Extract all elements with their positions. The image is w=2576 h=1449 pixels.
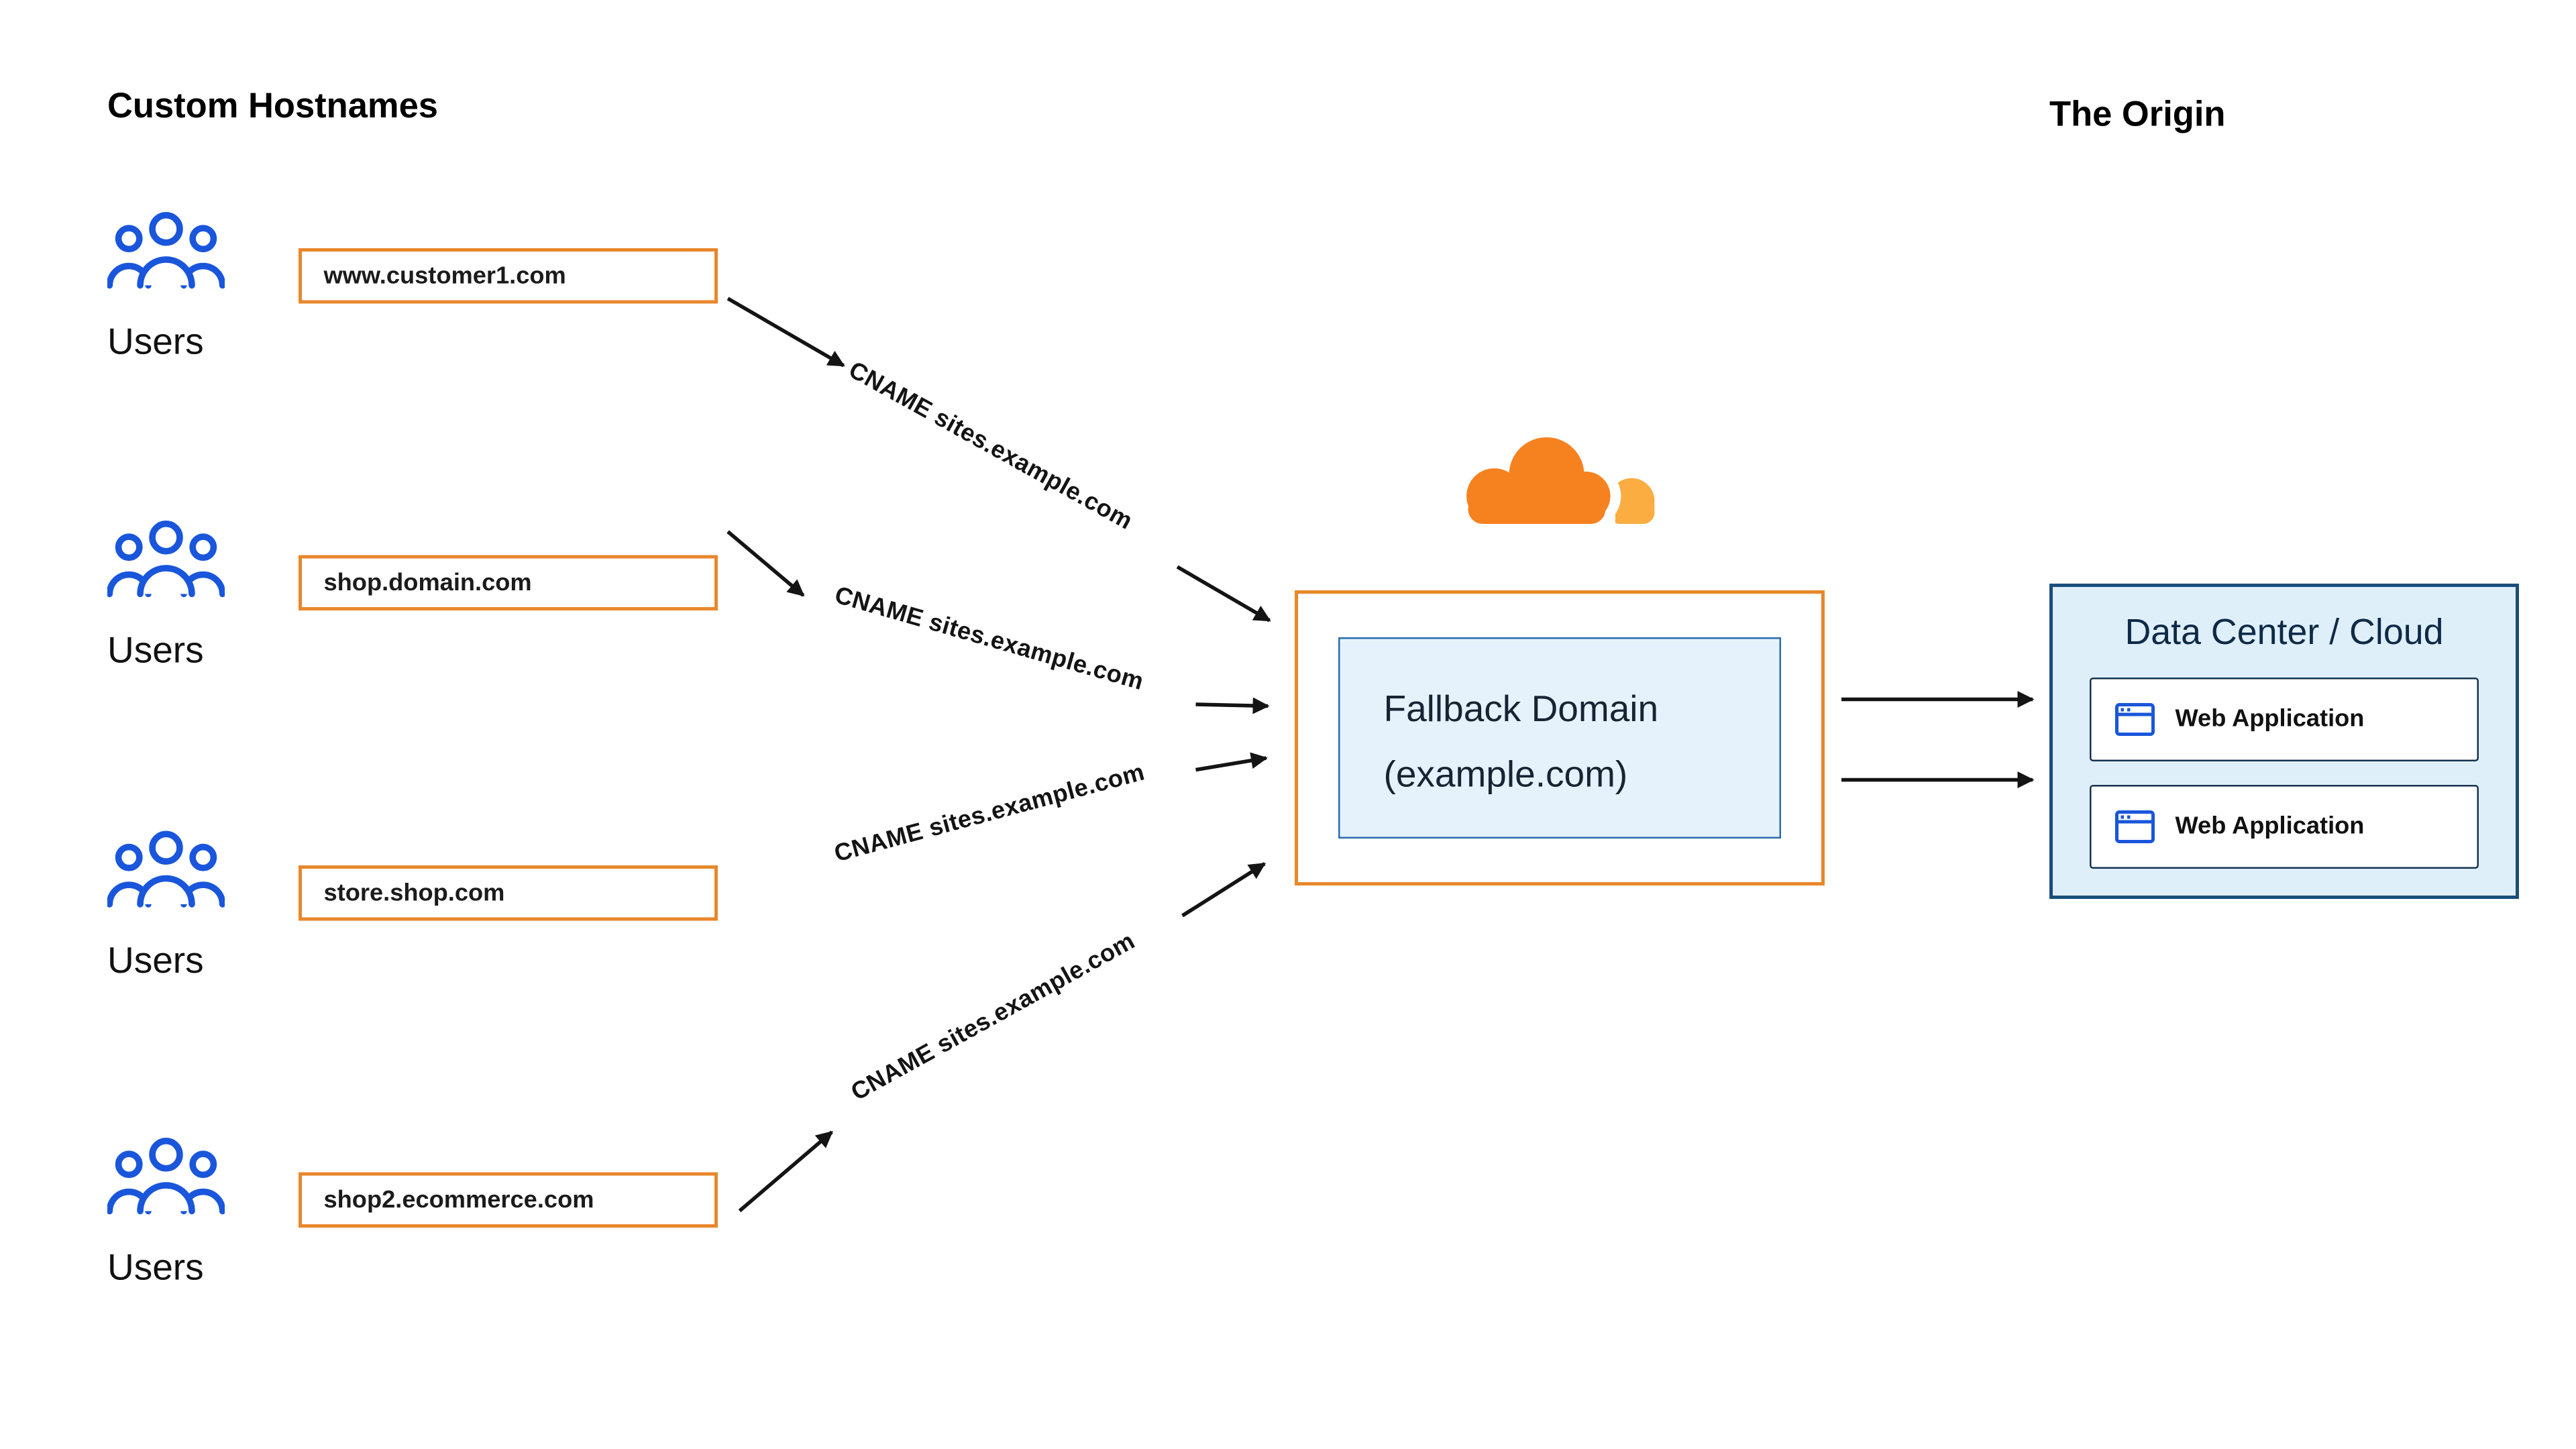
users-label: Users [107,939,204,981]
web-application-row-1: Web Application [2090,678,2479,761]
browser-window-icon [2115,810,2155,844]
users-icon [106,830,226,908]
fallback-domain-box: Fallback Domain (example.com) [1338,637,1781,839]
data-center-box: Data Center / Cloud Web Application [2049,584,2519,899]
web-application-label: Web Application [2175,813,2365,841]
users-label: Users [107,629,204,672]
hostname-box-3: store.shop.com [299,865,718,921]
hostname-label: shop.domain.com [323,569,532,596]
origin-title: The Origin [2049,95,2226,135]
data-center-title: Data Center / Cloud [2125,612,2444,653]
users-icon [106,1138,226,1215]
cloudflare-zone-box: Fallback Domain (example.com) [1295,590,1825,885]
browser-window-icon [2115,703,2155,737]
users-label: Users [107,1246,204,1289]
fallback-domain-line2: (example.com) [1383,753,1628,796]
user-group-1: Users [106,208,292,364]
hostname-label: shop2.ecommerce.com [323,1186,594,1214]
users-icon [106,521,226,598]
user-group-2: Users [106,517,292,673]
hostname-label: www.customer1.com [323,262,566,290]
cloudflare-logo-icon [1466,437,1655,527]
hostname-box-1: www.customer1.com [299,248,718,304]
web-application-label: Web Application [2175,706,2365,733]
hostname-box-2: shop.domain.com [299,555,718,610]
web-application-row-2: Web Application [2090,785,2479,869]
fallback-domain-line1: Fallback Domain [1383,688,1659,730]
users-icon [106,212,226,289]
user-group-3: Users [106,827,292,983]
hostname-box-4: shop2.ecommerce.com [299,1172,718,1228]
hostname-label: store.shop.com [323,879,505,907]
users-label: Users [107,320,204,363]
user-group-4: Users [106,1134,292,1290]
custom-hostnames-title: Custom Hostnames [107,87,439,126]
